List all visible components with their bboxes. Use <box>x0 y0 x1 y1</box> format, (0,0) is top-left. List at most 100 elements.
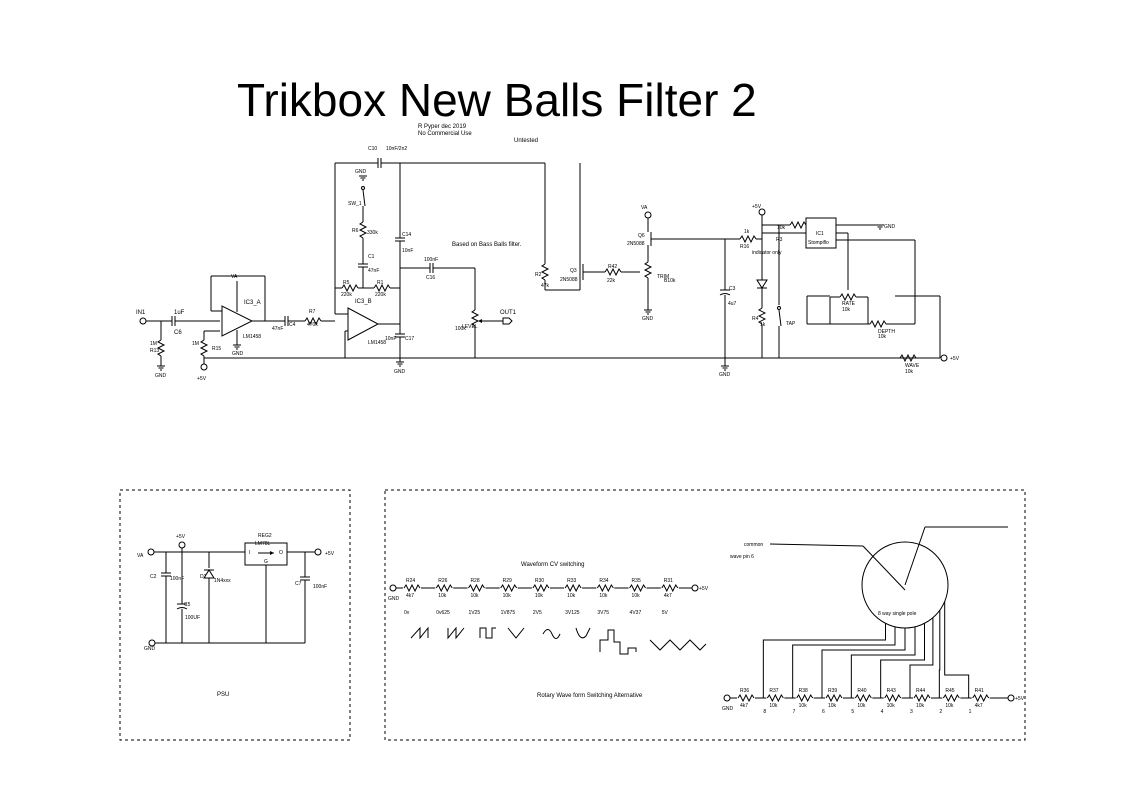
cv-resistor-label: R33 <box>567 578 576 584</box>
gnd-label: GND <box>388 596 400 602</box>
c10-value: 10nF/2n2 <box>386 146 407 152</box>
rotary-resistor-value: 10k <box>828 703 837 709</box>
r15-value: 1M <box>192 341 199 347</box>
rotary-switching-title: Rotary Wave form Switching Alternative <box>537 693 643 699</box>
r1-label: R1 <box>377 280 384 286</box>
wave-pin-label: wave pin 6 <box>730 554 754 560</box>
rotary-resistor-label: R41 <box>975 688 984 694</box>
cv-resistor-value: 10k <box>438 593 447 599</box>
pin-g: G <box>264 559 268 565</box>
r6-label: R6 <box>352 228 359 234</box>
gnd-label: GND <box>144 646 156 652</box>
c4-value: 47nF <box>272 326 283 332</box>
pin-o: O <box>279 550 283 556</box>
out1-connector <box>502 317 513 325</box>
ic3b-part: LM1458 <box>368 340 386 346</box>
cv-resistor-value: 4k7 <box>664 593 672 599</box>
position-label: 8 <box>763 709 766 715</box>
ic3b-opamp <box>347 307 380 341</box>
va-label: VA <box>231 274 238 280</box>
va-label: VA <box>137 553 144 559</box>
level-label: LEVEL <box>462 324 478 330</box>
rotary-wire <box>821 628 906 698</box>
voltage-label: 3V75 <box>597 610 609 616</box>
pin-i: I <box>249 550 250 556</box>
c5-value: 100UF <box>185 615 200 621</box>
cv-resistor-1: R26 10k <box>435 578 454 599</box>
rotary-resistor-label: R36 <box>740 688 749 694</box>
ic3a-label: IC3_A <box>244 300 261 306</box>
cv-resistor-0: R24 4k7 <box>403 578 421 599</box>
rotary-wire <box>792 626 896 698</box>
r4-value: 1k <box>760 322 766 328</box>
position-label: 1 <box>969 709 972 715</box>
r13-value: 1M <box>150 341 157 347</box>
saw-down-icon <box>447 626 465 640</box>
gnd-label: GND <box>722 706 734 712</box>
p5v-label: +5V <box>197 376 207 382</box>
indicator-label: indicator only <box>752 250 782 256</box>
p5v-label: +5V <box>699 586 709 592</box>
c3-label: C3 <box>729 286 736 292</box>
main-schematic: IN1 1uF C6 R13 1M GND R15 1M +5V IC3_A L… <box>136 146 960 382</box>
zigzag-wave-icon <box>649 639 707 651</box>
ic3b-label: IC3_B <box>355 299 372 305</box>
rotary-resistor-label: R45 <box>945 688 954 694</box>
c5-label: C5 <box>184 602 191 608</box>
rotary-resistor-label: R39 <box>828 688 837 694</box>
p5v-label: +5V <box>950 356 960 362</box>
rate-value: 10k <box>842 307 851 313</box>
q3-label: Q3 <box>570 268 577 274</box>
c4-label: C4 <box>289 322 296 328</box>
cv-resistor-label: R29 <box>503 578 512 584</box>
cv-resistor-value: 4k7 <box>406 593 414 599</box>
position-label: 7 <box>793 709 796 715</box>
square-wave-icon <box>479 627 496 639</box>
position-label: 6 <box>822 709 825 715</box>
gnd-label: GND <box>884 224 896 230</box>
cv-resistor-label: R24 <box>406 578 415 584</box>
voltage-label: 1V875 <box>501 610 516 616</box>
rotary-resistor-0: R36 4k7 <box>737 688 755 709</box>
r5-value: 220k <box>341 292 352 298</box>
depth-value: 10k <box>878 334 887 340</box>
r42-label: R42 <box>608 264 617 270</box>
half-sine-icon <box>575 627 591 639</box>
status-note: Untested <box>514 138 538 144</box>
c6-value: 1uF <box>174 310 185 316</box>
rotary-wire <box>850 626 916 698</box>
r6-value: 330k <box>367 230 378 236</box>
cv-resistor-label: R26 <box>438 578 447 584</box>
c2-label: C2 <box>150 574 157 580</box>
rotary-resistor-value: 10k <box>799 703 808 709</box>
common-label: common <box>744 542 763 548</box>
rotary-resistor-label: R40 <box>857 688 866 694</box>
r42-value: 22k <box>607 278 616 284</box>
rotary-wire <box>762 623 886 698</box>
voltage-label: 2V5 <box>533 610 542 616</box>
r16-label: R16 <box>740 244 749 250</box>
position-label: 5 <box>851 709 854 715</box>
tap-label: TAP <box>786 321 796 327</box>
r3-label: R3 <box>776 237 783 243</box>
rotary-resistor-value: 4k7 <box>740 703 748 709</box>
c16-value: 100nF <box>424 257 438 263</box>
gnd-label: GND <box>355 169 367 175</box>
license-note: No Commercial Use <box>418 131 472 137</box>
gnd-label: GND <box>232 351 244 357</box>
sw1-label: SW_1 <box>348 201 362 207</box>
rate-label: RATE <box>842 301 856 307</box>
position-label: 2 <box>939 709 942 715</box>
cv-resistor-label: R34 <box>599 578 608 584</box>
q3-part: 2N5088 <box>560 277 578 283</box>
saw-up-icon <box>410 626 429 640</box>
cv-resistor-value: 10k <box>632 593 641 599</box>
reg2-part: LM78L <box>255 541 271 547</box>
trim-label: TRIM <box>657 274 669 280</box>
voltage-label: 0v625 <box>436 610 450 616</box>
